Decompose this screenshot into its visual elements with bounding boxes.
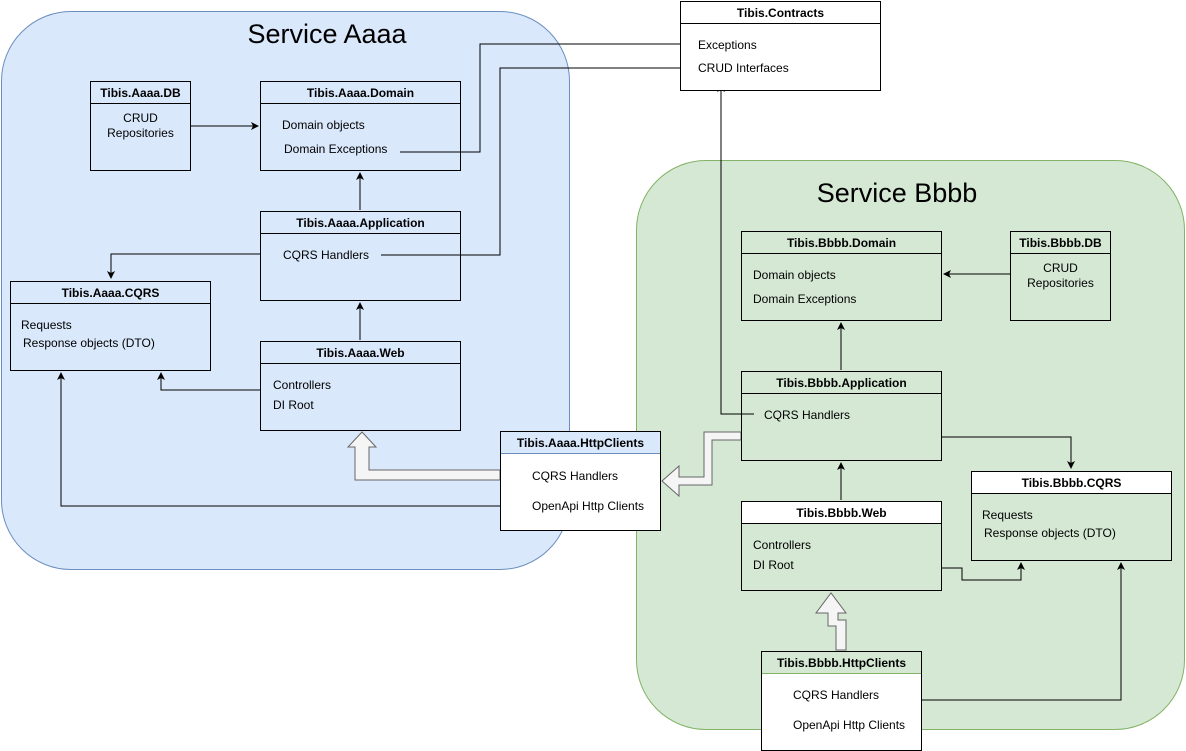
- service-aaaa-title: Service Aaaa: [247, 19, 407, 49]
- edge-bbbb-web-to-cqrs: [941, 562, 1025, 581]
- aaaa-web-item-di-root: DI Root: [273, 398, 314, 412]
- contracts-item-exceptions: Exceptions: [698, 38, 757, 52]
- bbbb-db-title: Tibis.Bbbb.DB: [1011, 232, 1110, 254]
- bbbb-cqrs-title: Tibis.Bbbb.CQRS: [972, 472, 1171, 494]
- bbbb-cqrs-item-response-objects: Response objects (DTO): [984, 526, 1116, 540]
- contracts-item-crud-interfaces: CRUD Interfaces: [698, 61, 789, 75]
- bbbb-domain-item-objects: Domain objects: [753, 268, 836, 282]
- bbbb-httpclients-title: Tibis.Bbbb.HttpClients: [762, 652, 921, 674]
- bbbb-web-item-controllers: Controllers: [753, 538, 812, 552]
- aaaa-application-item-cqrs-handlers: CQRS Handlers: [283, 248, 370, 262]
- aaaa-cqrs-title: Tibis.Aaaa.CQRS: [11, 282, 210, 304]
- aaaa-application-box: Tibis.Aaaa.Application CQRS Handlers: [260, 211, 461, 301]
- bbbb-db-line-repositories: Repositories: [1027, 276, 1094, 290]
- bbbb-domain-title: Tibis.Bbbb.Domain: [742, 232, 941, 254]
- aaaa-domain-item-exceptions: Domain Exceptions: [284, 142, 388, 156]
- aaaa-httpclients-item-cqrs-handlers: CQRS Handlers: [532, 469, 619, 483]
- aaaa-domain-item-objects: Domain objects: [282, 118, 365, 132]
- edge-aaaa-cqrs-handlers-to-contracts: [381, 64, 697, 256]
- aaaa-db-box: Tibis.Aaaa.DB CRUD Repositories: [90, 81, 191, 171]
- service-bbbb-title: Service Bbbb: [816, 178, 978, 208]
- bbbb-web-title: Tibis.Bbbb.Web: [742, 502, 941, 524]
- aaaa-db-title: Tibis.Aaaa.DB: [91, 82, 190, 104]
- aaaa-cqrs-item-response-objects: Response objects (DTO): [23, 336, 155, 350]
- bbbb-httpclients-item-openapi: OpenApi Http Clients: [793, 718, 906, 732]
- edge-bbbb-httpclients-to-cqrs: [921, 562, 1125, 701]
- aaaa-application-title: Tibis.Aaaa.Application: [261, 212, 460, 234]
- edge-bbbb-application-to-aaaa-httpclients: [661, 431, 742, 498]
- bbbb-cqrs-item-requests: Requests: [982, 508, 1033, 522]
- bbbb-httpclients-item-cqrs-handlers: CQRS Handlers: [793, 688, 880, 702]
- bbbb-httpclients-box: Tibis.Bbbb.HttpClients CQRS Handlers Ope…: [761, 651, 922, 751]
- edge-aaaa-application-to-cqrs: [107, 253, 260, 279]
- aaaa-domain-box: Tibis.Aaaa.Domain Domain objects Domain …: [260, 81, 461, 171]
- aaaa-cqrs-item-requests: Requests: [21, 318, 72, 332]
- aaaa-web-box: Tibis.Aaaa.Web Controllers DI Root: [260, 341, 461, 431]
- edge-aaaa-httpclients-to-cqrs: [57, 372, 500, 507]
- edge-bbbb-httpclients-to-web: [815, 592, 847, 651]
- aaaa-db-line-repositories: Repositories: [107, 126, 174, 140]
- aaaa-httpclients-item-openapi: OpenApi Http Clients: [532, 499, 645, 513]
- edge-aaaa-domain-exceptions-to-contracts: [400, 40, 697, 153]
- edge-bbbb-application-to-cqrs: [941, 436, 1075, 469]
- aaaa-httpclients-title: Tibis.Aaaa.HttpClients: [501, 432, 660, 454]
- bbbb-domain-box: Tibis.Bbbb.Domain Domain objects Domain …: [741, 231, 942, 321]
- bbbb-db-line-crud: CRUD: [1043, 261, 1078, 275]
- aaaa-db-line-crud: CRUD: [123, 111, 158, 125]
- aaaa-domain-title: Tibis.Aaaa.Domain: [261, 82, 460, 104]
- aaaa-web-item-controllers: Controllers: [273, 378, 332, 392]
- edge-bbbb-cqrs-handlers-to-contracts: [717, 84, 754, 415]
- bbbb-db-box: Tibis.Bbbb.DB CRUD Repositories: [1010, 231, 1111, 321]
- contracts-title: Tibis.Contracts: [681, 2, 880, 24]
- bbbb-cqrs-box: Tibis.Bbbb.CQRS Requests Response object…: [971, 471, 1172, 561]
- bbbb-web-box: Tibis.Bbbb.Web Controllers DI Root: [741, 501, 942, 591]
- edge-aaaa-httpclients-to-web: [346, 431, 501, 481]
- bbbb-application-item-cqrs-handlers: CQRS Handlers: [764, 408, 851, 422]
- bbbb-application-box: Tibis.Bbbb.Application CQRS Handlers: [741, 371, 942, 461]
- bbbb-application-title: Tibis.Bbbb.Application: [742, 372, 941, 394]
- aaaa-web-title: Tibis.Aaaa.Web: [261, 342, 460, 364]
- edge-aaaa-web-to-cqrs: [157, 372, 260, 391]
- aaaa-httpclients-box: Tibis.Aaaa.HttpClients CQRS Handlers Ope…: [500, 431, 661, 531]
- service-aaaa-container: Service Aaaa: [1, 11, 570, 570]
- contracts-box: Tibis.Contracts Exceptions CRUD Interfac…: [680, 1, 881, 91]
- bbbb-web-item-di-root: DI Root: [753, 558, 794, 572]
- bbbb-domain-item-exceptions: Domain Exceptions: [753, 292, 857, 306]
- aaaa-cqrs-box: Tibis.Aaaa.CQRS Requests Response object…: [10, 281, 211, 371]
